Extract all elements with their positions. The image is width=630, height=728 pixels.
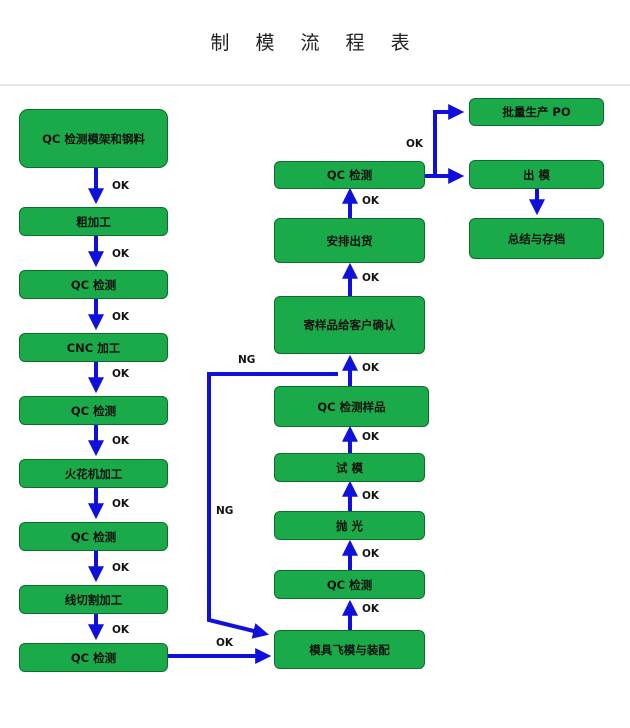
- ng-label-1: NG: [238, 354, 256, 366]
- page-title: 制 模 流 程 表: [210, 32, 420, 54]
- node-edm-machining: 火花机加工: [19, 459, 168, 488]
- node-wire-cutting: 线切割加工: [19, 585, 168, 614]
- node-trial-mold: 试 模: [274, 453, 425, 482]
- node-mold-fitting-assembly: 模具飞模与装配: [274, 630, 425, 669]
- arrow-ng-loop: [207, 372, 338, 639]
- ok-label-1: OK: [112, 180, 130, 192]
- ok-label-10: OK: [362, 603, 380, 615]
- ok-label-7: OK: [112, 562, 130, 574]
- node-rough-machining: 粗加工: [19, 207, 168, 236]
- node-summary-archive: 总结与存档: [469, 218, 604, 259]
- node-mass-production-po: 批量生产 PO: [469, 98, 604, 126]
- ng-label-2: NG: [216, 505, 234, 517]
- ok-label-9: OK: [216, 637, 234, 649]
- node-qc-3: QC 检测: [19, 396, 168, 425]
- ok-label-6: OK: [112, 498, 130, 510]
- arrow-17-18: [425, 104, 465, 178]
- ok-label-13: OK: [362, 431, 380, 443]
- ok-label-5: OK: [112, 435, 130, 447]
- node-mold-release: 出 模: [469, 160, 604, 189]
- node-qc-2: QC 检测: [19, 270, 168, 299]
- ok-label-16: OK: [362, 195, 380, 207]
- ok-label-17: OK: [406, 138, 424, 150]
- ok-label-15: OK: [362, 272, 380, 284]
- ok-label-3: OK: [112, 311, 130, 323]
- node-qc-final: QC 检测: [274, 161, 425, 189]
- node-qc-samples: QC 检测样品: [274, 386, 429, 427]
- node-qc-4: QC 检测: [19, 522, 168, 551]
- node-cnc-machining: CNC 加工: [19, 333, 168, 362]
- node-qc-6: QC 检测: [274, 570, 425, 599]
- ok-label-12: OK: [362, 490, 380, 502]
- ok-label-4: OK: [112, 368, 130, 380]
- node-send-samples: 寄样品给客户确认: [274, 296, 425, 354]
- node-polishing: 抛 光: [274, 511, 425, 540]
- node-arrange-shipment: 安排出货: [274, 218, 425, 263]
- ok-label-14: OK: [362, 362, 380, 374]
- ok-label-11: OK: [362, 548, 380, 560]
- ok-label-8: OK: [112, 624, 130, 636]
- node-qc-mold-steel: QC 检测模架和钢料: [19, 109, 168, 168]
- ok-label-2: OK: [112, 248, 130, 260]
- node-qc-5: QC 检测: [19, 643, 168, 672]
- header: 制 模 流 程 表: [0, 0, 630, 86]
